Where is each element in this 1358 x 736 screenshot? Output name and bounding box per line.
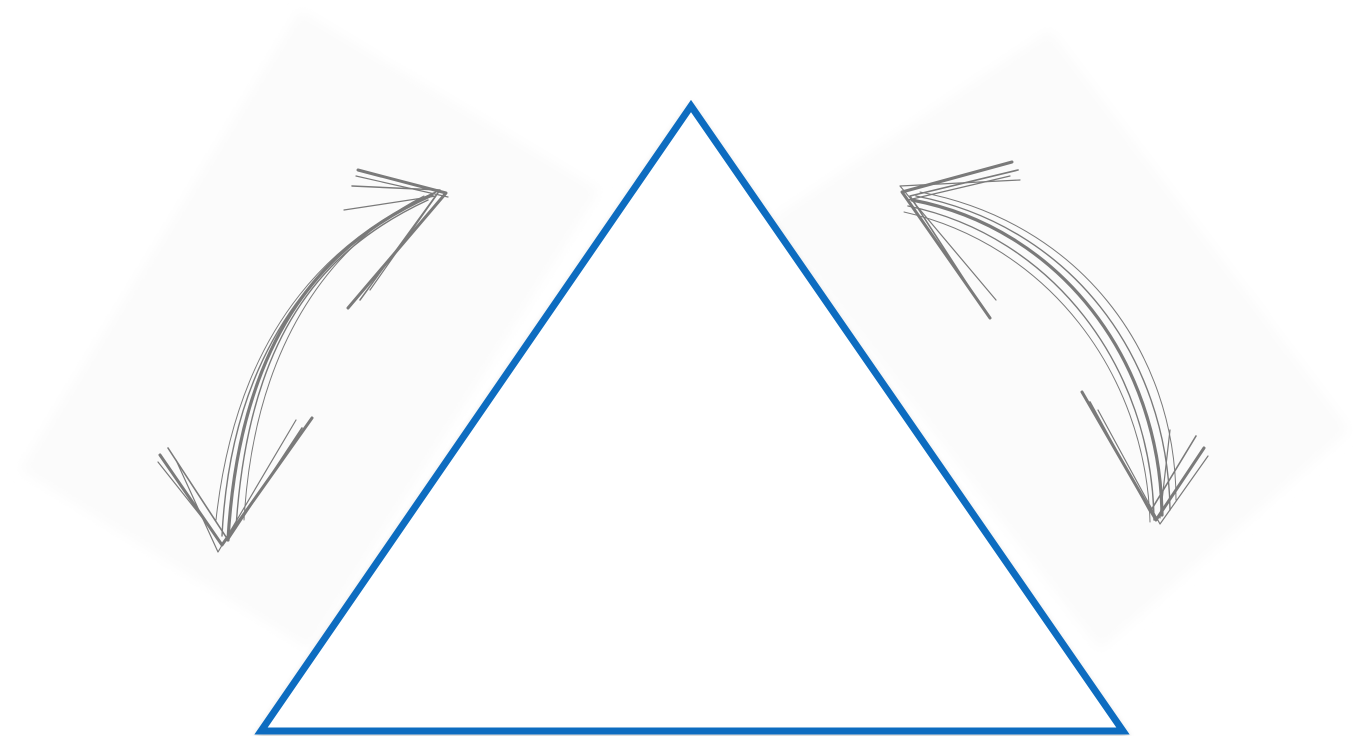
diagram-svg [0,0,1358,736]
diagram-canvas [0,0,1358,736]
